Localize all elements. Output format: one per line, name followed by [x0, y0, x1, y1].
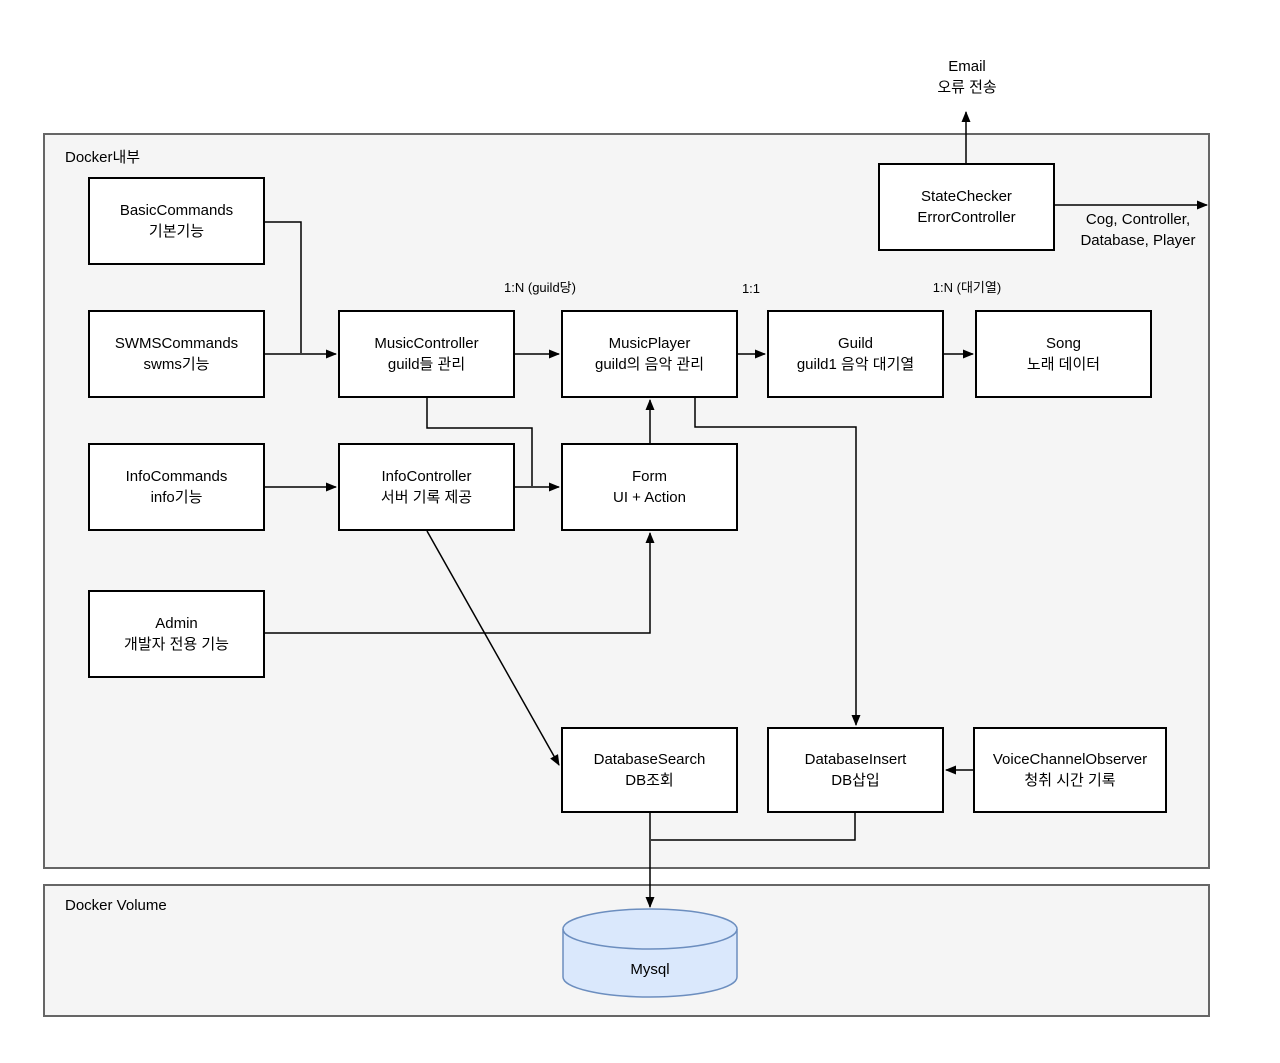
edge-label-queue: 1:N (대기열): [932, 280, 1002, 295]
email-label-line1: Email: [948, 58, 986, 75]
db-cylinder-mysql-label: Mysql: [630, 961, 670, 978]
node-state-checker: StateChecker ErrorController: [878, 163, 1055, 251]
node-database-insert-subtitle: DB삽입: [831, 772, 880, 789]
container-docker-volume-label: Docker Volume: [65, 897, 167, 914]
node-music-player-title: MusicPlayer: [608, 335, 691, 352]
node-song-subtitle: 노래 데이터: [1026, 356, 1101, 373]
container-docker-inner-label: Docker내부: [65, 149, 141, 166]
cog-label-line2: Database, Player: [1080, 232, 1196, 249]
node-song-title: Song: [1045, 335, 1082, 352]
node-info-controller-title: InfoController: [381, 468, 472, 485]
node-database-insert-title: DatabaseInsert: [804, 751, 907, 768]
node-form: Form UI + Action: [561, 443, 738, 531]
node-song: Song 노래 데이터: [975, 310, 1152, 398]
node-info-commands-subtitle: info기능: [150, 489, 203, 506]
node-swms-commands-subtitle: swms기능: [143, 356, 210, 373]
node-state-checker-title: StateChecker: [921, 188, 1012, 205]
node-database-insert: DatabaseInsert DB삽입: [767, 727, 944, 813]
node-swms-commands: SWMSCommands swms기능: [88, 310, 265, 398]
node-guild: Guild guild1 음악 대기열: [767, 310, 944, 398]
node-info-commands-title: InfoCommands: [125, 468, 228, 485]
node-music-controller: MusicController guild들 관리: [338, 310, 515, 398]
node-database-search-subtitle: DB조회: [625, 772, 674, 789]
node-music-player: MusicPlayer guild의 음악 관리: [561, 310, 738, 398]
node-info-controller: InfoController 서버 기록 제공: [338, 443, 515, 531]
node-form-title: Form: [632, 468, 667, 485]
node-info-controller-subtitle: 서버 기록 제공: [380, 489, 473, 506]
node-database-search: DatabaseSearch DB조회: [561, 727, 738, 813]
email-label: Email 오류 전송: [877, 56, 1057, 98]
cog-label: Cog, Controller, Database, Player: [1038, 209, 1238, 251]
node-voice-channel-observer-subtitle: 청취 시간 기록: [1024, 772, 1116, 789]
node-music-controller-subtitle: guild들 관리: [387, 356, 466, 373]
node-basic-commands: BasicCommands 기본기능: [88, 177, 265, 265]
node-form-subtitle: UI + Action: [613, 489, 686, 506]
node-music-controller-title: MusicController: [374, 335, 479, 352]
cog-label-line1: Cog, Controller,: [1085, 211, 1191, 228]
node-swms-commands-title: SWMSCommands: [114, 335, 239, 352]
node-guild-subtitle: guild1 음악 대기열: [796, 356, 915, 373]
node-basic-commands-title: BasicCommands: [119, 202, 234, 219]
node-database-search-title: DatabaseSearch: [593, 751, 706, 768]
edge-label-guild-per: 1:N (guild당): [504, 280, 576, 295]
node-voice-channel-observer-title: VoiceChannelObserver: [992, 751, 1148, 768]
edge-label-one-to-one: 1:1: [741, 281, 761, 296]
node-guild-title: Guild: [837, 335, 874, 352]
node-info-commands: InfoCommands info기능: [88, 443, 265, 531]
node-admin-subtitle: 개발자 전용 기능: [124, 636, 229, 653]
node-state-checker-subtitle: ErrorController: [917, 209, 1016, 226]
container-docker-volume: Docker Volume: [43, 884, 1210, 1017]
node-basic-commands-subtitle: 기본기능: [148, 223, 205, 240]
node-music-player-subtitle: guild의 음악 관리: [594, 356, 705, 373]
email-label-line2: 오류 전송: [937, 79, 997, 96]
node-admin-title: Admin: [155, 615, 198, 632]
node-voice-channel-observer: VoiceChannelObserver 청취 시간 기록: [973, 727, 1167, 813]
node-admin: Admin 개발자 전용 기능: [88, 590, 265, 678]
